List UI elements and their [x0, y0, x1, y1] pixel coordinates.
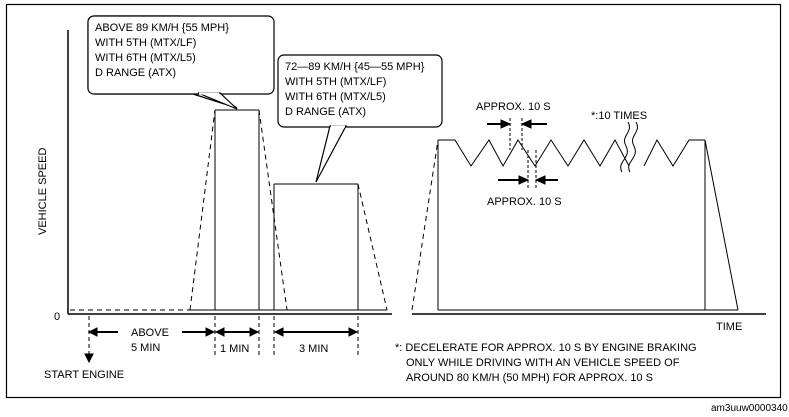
callout-mid-speed-line-1: 72—89 KM/H {45—55 MPH}: [285, 61, 425, 73]
duration-5min-label: 5 MIN: [131, 342, 160, 354]
callout-mid-speed-line-4: D RANGE (ATX): [285, 106, 366, 118]
duration-3min-label: 3 MIN: [299, 343, 328, 355]
callout-mid-speed-pointer: [315, 125, 348, 183]
duration-1min-label: 1 MIN: [220, 343, 249, 355]
x-axis-label: TIME: [716, 321, 742, 333]
footnote-line-3: AROUND 80 KM/H (50 MPH) FOR APPROX. 10 S: [406, 372, 653, 384]
start-engine-label: START ENGINE: [44, 369, 124, 381]
callout-high-speed: [87, 15, 275, 95]
approx-label-bottom: APPROX. 10 S: [487, 196, 562, 208]
callout-mid-speed-line-3: WITH 6TH (MTX/L5): [285, 91, 386, 103]
footnote-line-2: ONLY WHILE DRIVING WITH AN VEHICLE SPEED…: [406, 357, 680, 369]
callout-high-speed-line-4: D RANGE (ATX): [95, 67, 176, 79]
callout-high-speed-pointer: [197, 92, 238, 110]
cycle-profile: [411, 138, 739, 311]
duration-above-label: ABOVE: [131, 327, 169, 339]
times-label: *:10 TIMES: [591, 110, 647, 122]
callout-mid-speed-line-2: WITH 5TH (MTX/LF): [285, 76, 386, 88]
approx-label-top: APPROX. 10 S: [476, 101, 551, 113]
approx-markers: [487, 118, 558, 190]
break-mark: [620, 121, 638, 173]
callout-high-speed-line-3: WITH 6TH (MTX/L5): [95, 52, 196, 64]
y-axis-label: VEHICLE SPEED: [37, 148, 49, 235]
diagram-frame: [5, 3, 782, 399]
start-engine-marker: [84, 353, 94, 364]
callout-mid-speed: [277, 54, 443, 128]
mid-speed-profile: [273, 183, 388, 311]
duration-markers: [84, 316, 359, 364]
high-speed-profile: [189, 109, 288, 311]
axes: [67, 30, 766, 315]
footnote-line-1: *: DECELERATE FOR APPROX. 10 S BY ENGINE…: [395, 342, 697, 354]
callout-high-speed-line-2: WITH 5TH (MTX/LF): [95, 37, 196, 49]
image-code: am3uuw0000340: [711, 403, 788, 414]
callout-high-speed-line-1: ABOVE 89 KM/H {55 MPH}: [95, 22, 229, 34]
zero-label: 0: [54, 311, 60, 323]
